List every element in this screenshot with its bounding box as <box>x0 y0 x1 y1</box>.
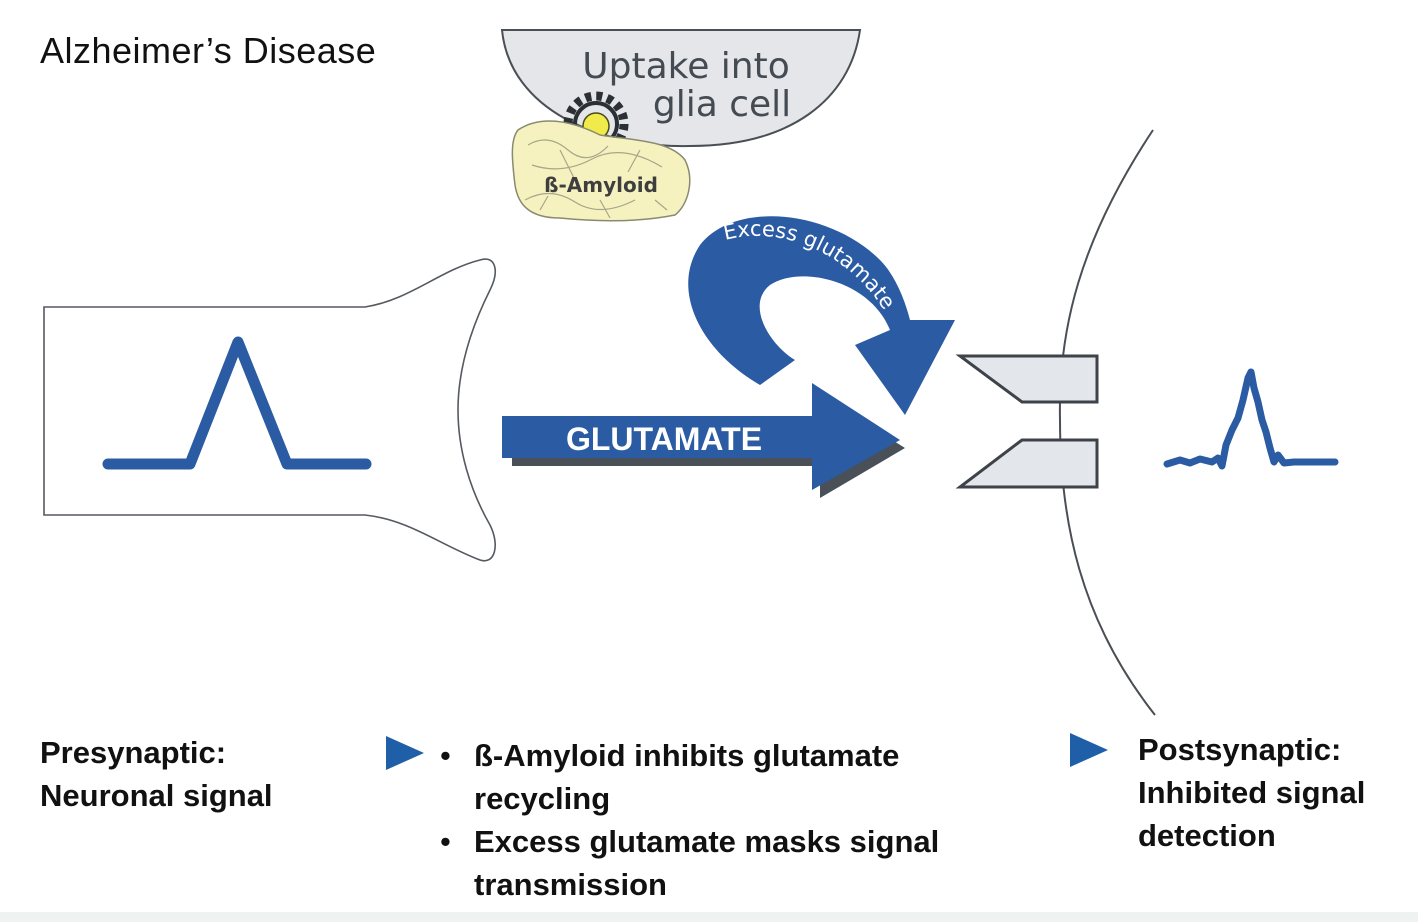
glutamate-receptor <box>955 354 1099 489</box>
presynaptic-signal-waveform <box>102 336 372 470</box>
bullet-item-line1: ß-Amyloid inhibits glutamate <box>474 738 900 773</box>
mechanism-bullet-list: ß-Amyloid inhibits glutamate recycling E… <box>440 734 1074 906</box>
postsynaptic-caption-line1: Postsynaptic: <box>1138 732 1342 767</box>
bullet-item-line2: transmission <box>474 867 667 902</box>
triangle-right-icon <box>386 736 424 770</box>
bullet-item-line2: recycling <box>474 781 611 816</box>
postsynaptic-caption-line3: detection <box>1138 818 1276 853</box>
beta-amyloid-plaque: ß-Amyloid <box>511 120 691 222</box>
postsynaptic-caption-line2: Inhibited signal <box>1138 775 1366 810</box>
postsynaptic-caption: Postsynaptic: Inhibited signal detection <box>1138 728 1365 857</box>
glia-label-line2: glia cell <box>653 84 791 125</box>
glutamate-arrow: GLUTAMATE <box>502 383 905 498</box>
bullet-item-line1: Excess glutamate masks signal <box>474 824 940 859</box>
amyloid-label: ß-Amyloid <box>544 173 658 197</box>
bullet-item: Excess glutamate masks signal transmissi… <box>440 820 1074 906</box>
presynaptic-caption: Presynaptic: Neuronal signal <box>40 731 273 817</box>
footer-strip <box>0 912 1418 922</box>
presynaptic-caption-line1: Presynaptic: <box>40 735 227 770</box>
postsynaptic-membrane <box>1058 129 1156 716</box>
presynaptic-caption-line2: Neuronal signal <box>40 778 273 813</box>
triangle-right-icon <box>1070 733 1108 767</box>
bullet-item: ß-Amyloid inhibits glutamate recycling <box>440 734 1074 820</box>
excess-glutamate-arrow: Excess glutamate <box>688 216 955 415</box>
glutamate-label: GLUTAMATE <box>566 421 762 457</box>
glia-label-line1: Uptake into <box>582 46 790 87</box>
page-title: Alzheimer’s Disease <box>40 30 377 71</box>
postsynaptic-signal-waveform <box>1163 368 1339 470</box>
